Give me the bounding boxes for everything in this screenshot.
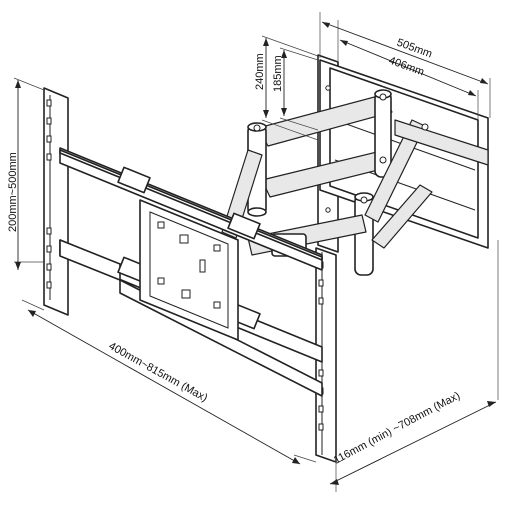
vesa-plate xyxy=(139,199,239,341)
left-rail-holes xyxy=(46,99,52,289)
extension-dimension xyxy=(329,240,499,492)
tv-bracket xyxy=(43,87,337,463)
horizontal-range-dimension xyxy=(21,299,317,465)
top-dimensions xyxy=(319,12,491,120)
swing-arm-assembly xyxy=(221,89,489,276)
vertical-small-dimensions xyxy=(261,35,319,141)
left-vertical-dimension xyxy=(13,77,45,270)
dim-240-label: 240mm xyxy=(254,53,266,90)
dim-200-500-label: 200mm~500mm xyxy=(7,152,19,232)
dim-185-label: 185mm xyxy=(272,55,284,92)
dim-400-815-label: 400mm~815mm (Max) xyxy=(107,340,210,404)
